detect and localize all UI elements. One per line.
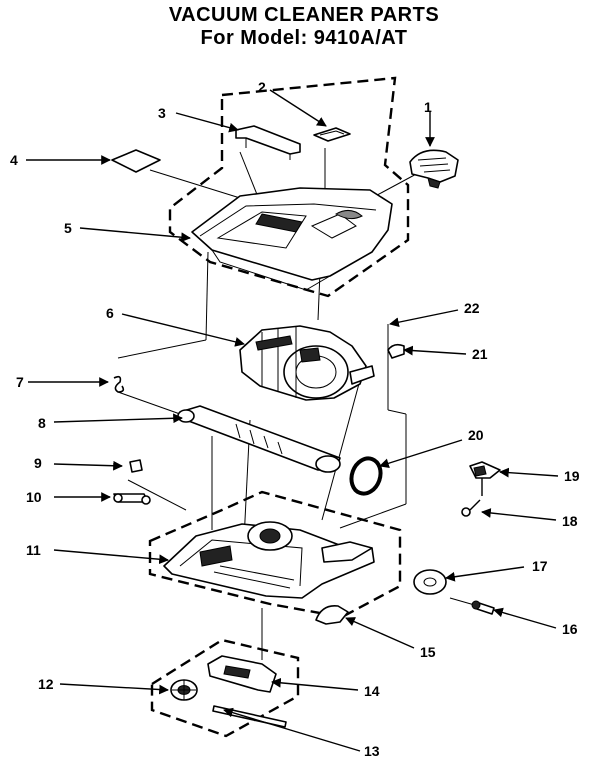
callout-2: 2 bbox=[258, 79, 266, 95]
part-7-spring-clip bbox=[113, 375, 125, 393]
part-14-belt-guard bbox=[207, 655, 277, 693]
part-19-pedal-bracket bbox=[469, 461, 501, 496]
leader-lines bbox=[26, 89, 559, 752]
callout-8: 8 bbox=[38, 415, 46, 431]
part-12-brush-end bbox=[170, 679, 198, 701]
part-20-belt bbox=[349, 456, 383, 496]
part-18-fastener bbox=[461, 499, 481, 517]
callout-15: 15 bbox=[420, 644, 436, 660]
callout-7: 7 bbox=[16, 374, 24, 390]
part-16-screw bbox=[471, 600, 495, 615]
callout-4: 4 bbox=[10, 152, 18, 168]
assembly-guide-lines bbox=[117, 148, 479, 660]
part-2-plate bbox=[313, 127, 351, 142]
callout-12: 12 bbox=[38, 676, 54, 692]
part-5-top-cover bbox=[191, 187, 393, 291]
part-17-wheel bbox=[413, 569, 447, 595]
top-cover-group-outline bbox=[168, 76, 410, 298]
part-3-bracket bbox=[235, 125, 301, 160]
callout-10: 10 bbox=[26, 489, 42, 505]
group-outlines bbox=[148, 76, 410, 738]
part-4-filter-pad bbox=[111, 149, 161, 173]
callout-6: 6 bbox=[106, 305, 114, 321]
brushroll-group-outline bbox=[150, 638, 300, 738]
base-group-outline bbox=[148, 490, 402, 619]
callout-11: 11 bbox=[26, 542, 41, 558]
callout-16: 16 bbox=[562, 621, 578, 637]
part-11-base-housing bbox=[163, 521, 375, 599]
part-1-handle-knob bbox=[409, 149, 459, 189]
callout-18: 18 bbox=[562, 513, 578, 529]
callout-1: 1 bbox=[424, 99, 432, 115]
diagram-subtitle: For Model: 9410A/AT bbox=[200, 27, 408, 49]
part-21-cord-clip bbox=[387, 343, 405, 359]
callout-17: 17 bbox=[532, 558, 548, 574]
part-9-knob bbox=[129, 459, 143, 473]
callout-20: 20 bbox=[468, 427, 484, 443]
part-10-latch bbox=[113, 493, 151, 505]
part-15-bumper-clip bbox=[315, 604, 349, 625]
callout-3: 3 bbox=[158, 105, 166, 121]
callout-labels: 1 2 3 4 5 6 7 8 9 10 11 12 13 14 15 16 1… bbox=[10, 79, 580, 759]
callout-14: 14 bbox=[364, 683, 380, 699]
diagram-title: VACUUM CLEANER PARTS bbox=[168, 4, 440, 26]
callout-21: 21 bbox=[472, 346, 488, 362]
callout-22: 22 bbox=[464, 300, 480, 316]
part-6-motor bbox=[239, 325, 375, 401]
callout-13: 13 bbox=[364, 743, 380, 759]
callout-19: 19 bbox=[564, 468, 580, 484]
callout-9: 9 bbox=[34, 455, 42, 471]
callout-5: 5 bbox=[64, 220, 72, 236]
part-8-hose bbox=[177, 405, 341, 473]
